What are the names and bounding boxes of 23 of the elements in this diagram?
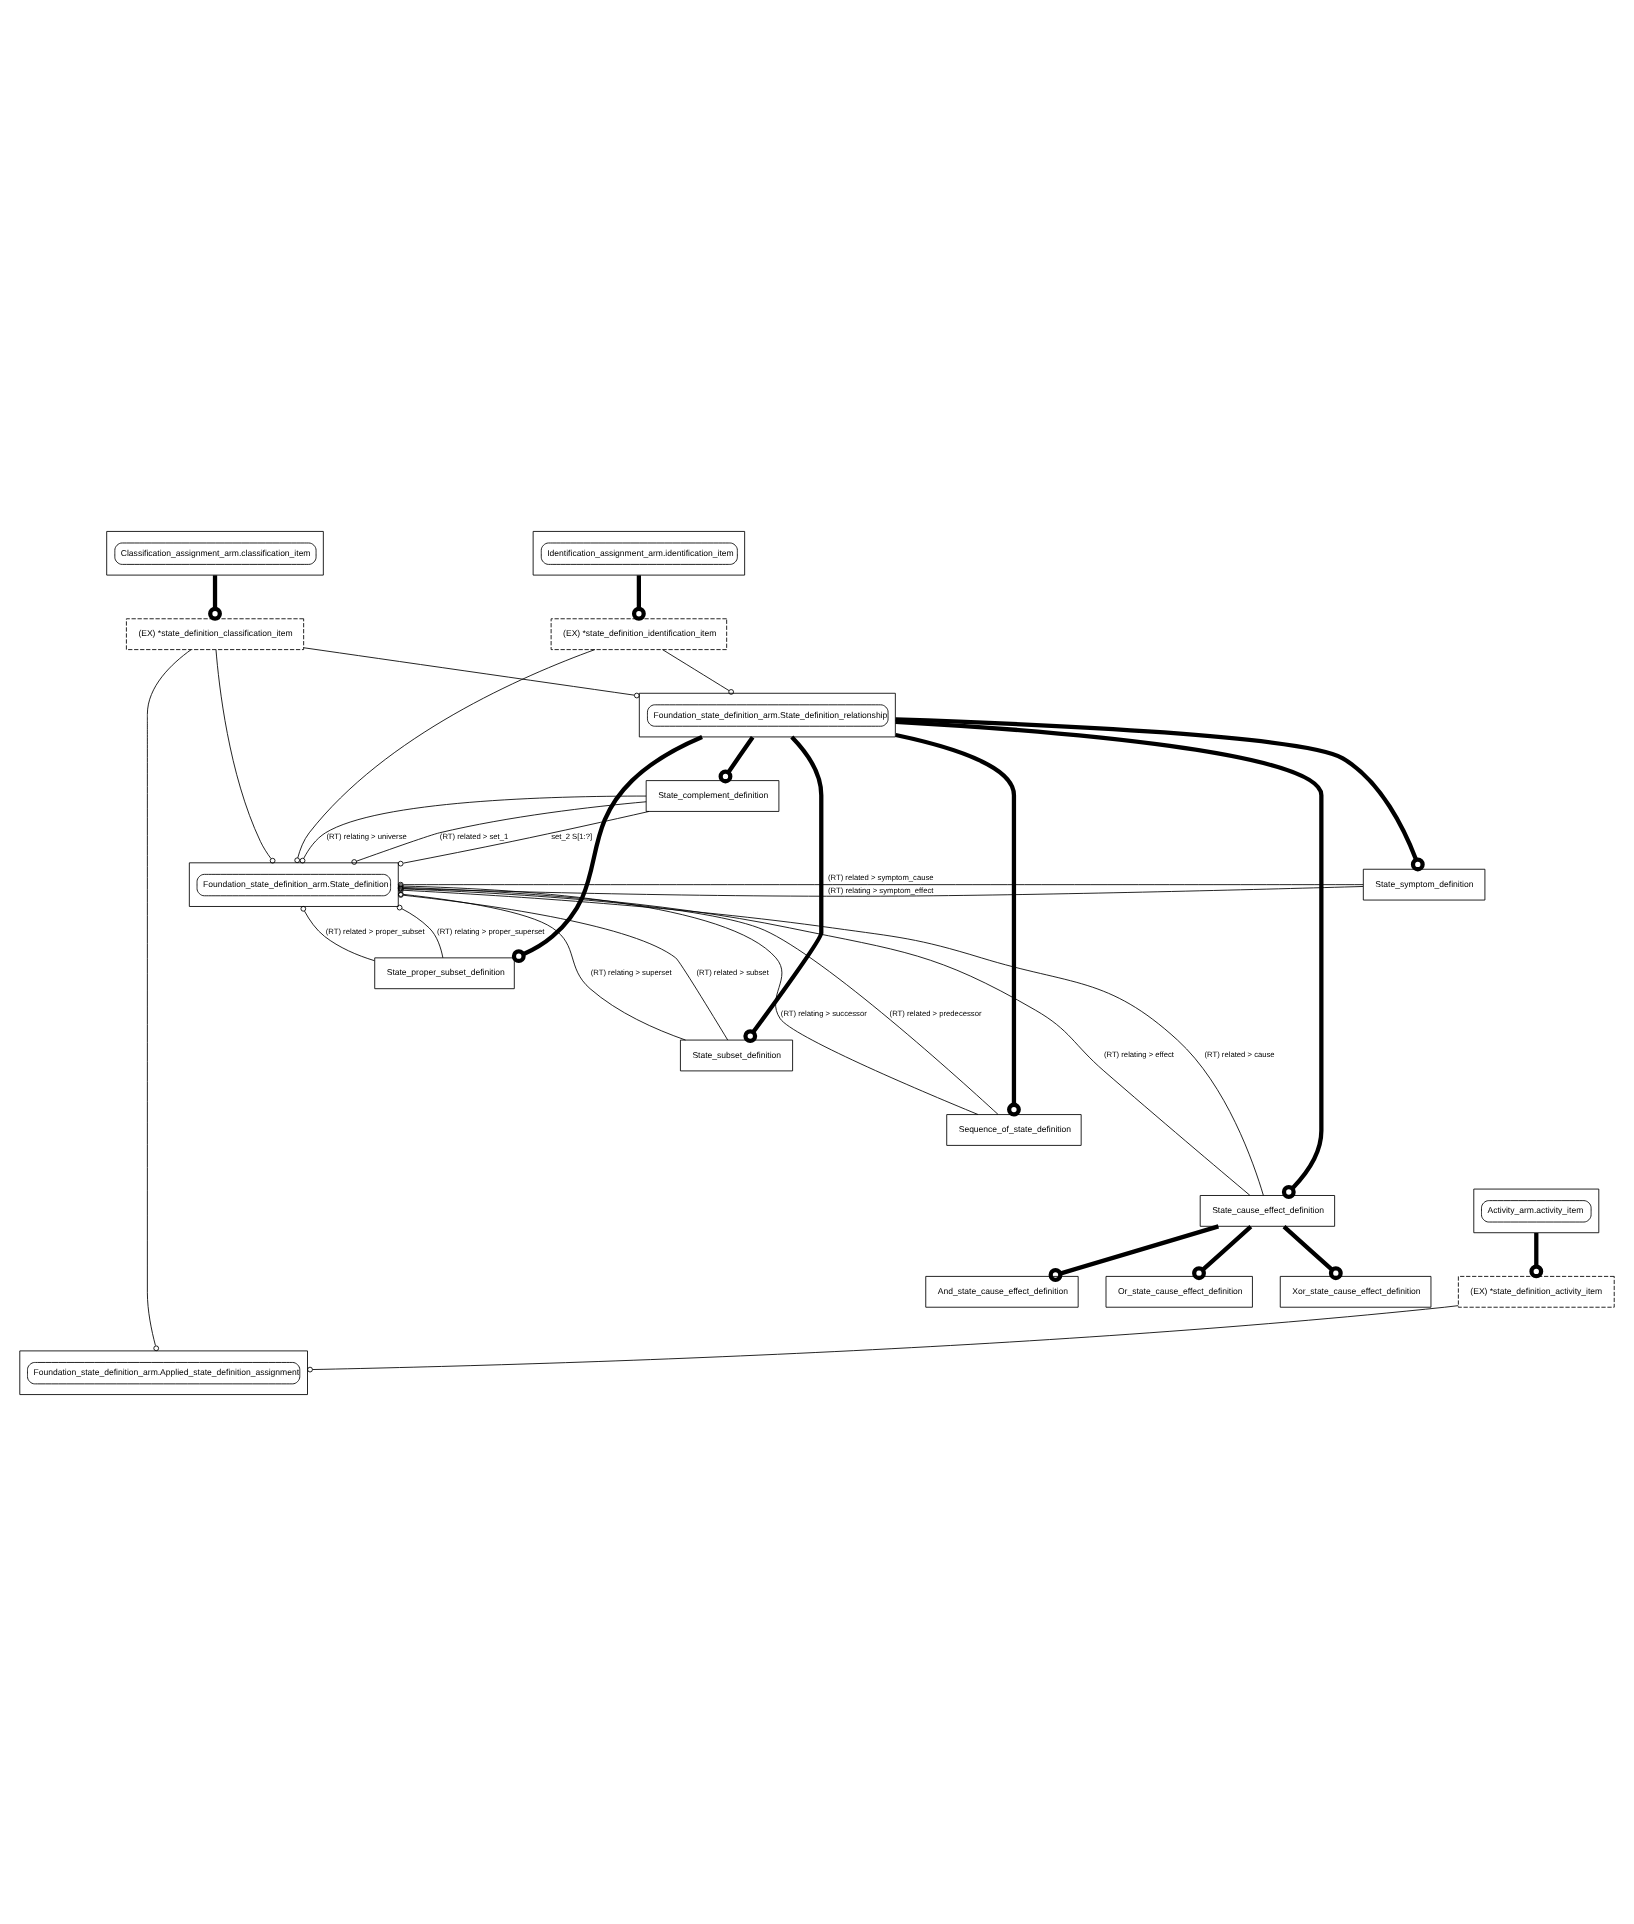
connector <box>718 734 755 783</box>
connector <box>208 574 222 620</box>
connector <box>743 734 824 1043</box>
connector <box>631 574 646 620</box>
connector <box>511 734 703 963</box>
connector <box>895 731 1021 1116</box>
connector <box>397 810 650 866</box>
connector <box>294 648 596 863</box>
connector <box>307 1304 1459 1372</box>
connector <box>1529 1232 1544 1278</box>
connector <box>303 646 640 698</box>
connector <box>299 794 647 863</box>
connector <box>351 800 647 864</box>
connector <box>895 718 1324 1198</box>
connector <box>1048 1223 1220 1281</box>
connector <box>1282 1224 1343 1280</box>
connector <box>146 648 192 1351</box>
connector <box>300 905 375 961</box>
connector <box>895 716 1425 871</box>
connector <box>215 648 276 863</box>
connector <box>396 903 444 958</box>
connector <box>1192 1224 1253 1280</box>
connector <box>662 648 734 694</box>
